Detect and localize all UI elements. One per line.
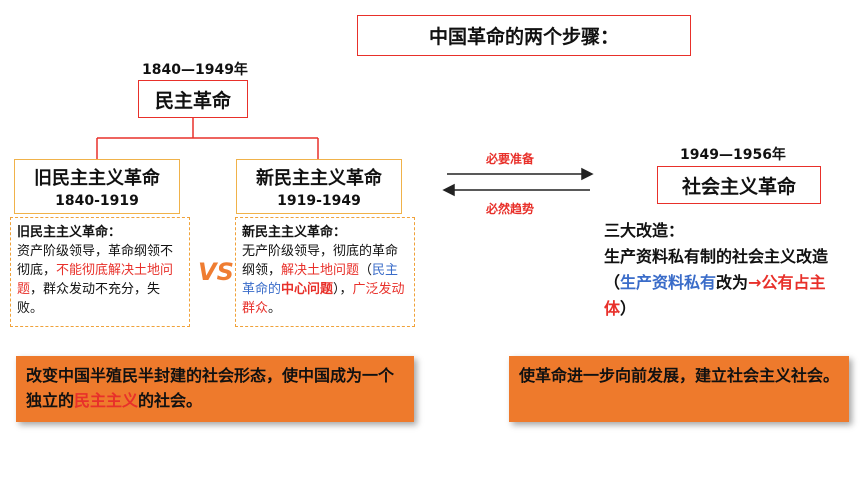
old-democratic-box: 旧民主主义革命 1840-1919 — [14, 159, 180, 214]
new-desc-6: ）， — [333, 282, 353, 297]
arrow-label-inevitable: 必然趋势 — [486, 202, 535, 216]
old-desc-1: 资产阶级领导，革命纲领不彻底， — [17, 244, 174, 278]
old-desc-2: 不能彻底解决土地问题 — [17, 263, 174, 297]
new-democratic-years: 1919-1949 — [277, 193, 361, 209]
three-reforms: 三大改造： 生产资料私有制的社会主义改造（生产资料私有改为→公有占主体） — [604, 218, 830, 322]
socialist-revolution-label: 社会主义革命 — [681, 175, 796, 198]
new-desc-8: 。 — [268, 301, 282, 316]
new-democratic-label: 新民主主义革命 — [256, 168, 382, 189]
summary-right: 使革命进一步向前发展，建立社会主义社会。 — [509, 356, 849, 422]
new-desc-7: 广泛发动群众 — [242, 282, 405, 316]
arrow-right-head — [581, 167, 594, 181]
page-title: 中国革命的两个步骤： — [357, 15, 691, 56]
summary-left: 改变中国半殖民半封建的社会形态，使中国成为一个独立的民主主义的社会。 — [16, 356, 414, 422]
new-desc-3: （ — [359, 263, 373, 278]
democratic-revolution-label: 民主革命 — [154, 89, 231, 112]
reform-4: 改为 — [716, 273, 749, 292]
reform-head: 三大改造： — [604, 221, 685, 240]
reform-6: ） — [620, 299, 637, 318]
new-desc-4: 民主革命的 — [242, 263, 399, 297]
new-desc-5: 中心问题 — [281, 282, 334, 297]
summary-left-3: 的社会。 — [138, 391, 203, 410]
vs-label: VS — [198, 258, 234, 286]
socialist-years: 1949—1956年 — [680, 147, 786, 163]
socialist-revolution-box: 社会主义革命 — [657, 166, 821, 204]
reform-5: →公有占主体 — [604, 273, 826, 318]
new-desc-head: 新民主主义革命： — [242, 225, 347, 240]
democratic-revolution-box: 民主革命 — [138, 80, 248, 118]
reform-3: 生产资料私有 — [620, 273, 717, 292]
old-democratic-desc: 旧民主主义革命： 资产阶级领导，革命纲领不彻底，不能彻底解决土地问题，群众发动不… — [10, 217, 190, 327]
new-desc-1: 无产阶级领导，彻底的革命纲领， — [242, 244, 399, 278]
old-democratic-label: 旧民主主义革命 — [34, 168, 160, 189]
page-title-text: 中国革命的两个步骤： — [428, 26, 619, 48]
new-democratic-box: 新民主主义革命 1919-1949 — [236, 159, 402, 214]
summary-left-1: 改变中国半殖民半封建的社会形态，使中国成为一个独立的 — [26, 366, 395, 410]
arrow-left-head — [442, 183, 455, 197]
old-democratic-years: 1840-1919 — [55, 193, 139, 209]
new-desc-2: 解决土地问题 — [281, 263, 360, 278]
reform-2: 生产资料私有制的社会主义改造（ — [604, 247, 829, 292]
new-democratic-desc: 新民主主义革命： 无产阶级领导，彻底的革命纲领，解决土地问题（民主革命的中心问题… — [235, 217, 415, 327]
arrow-label-necessary: 必要准备 — [486, 152, 535, 166]
summary-left-2: 民主主义 — [74, 391, 139, 410]
old-desc-head: 旧民主主义革命： — [17, 225, 122, 240]
summary-right-text: 使革命进一步向前发展，建立社会主义社会。 — [519, 366, 840, 385]
old-desc-3: ，群众发动不充分，失败。 — [17, 282, 161, 316]
democratic-years: 1840—1949年 — [142, 62, 248, 78]
